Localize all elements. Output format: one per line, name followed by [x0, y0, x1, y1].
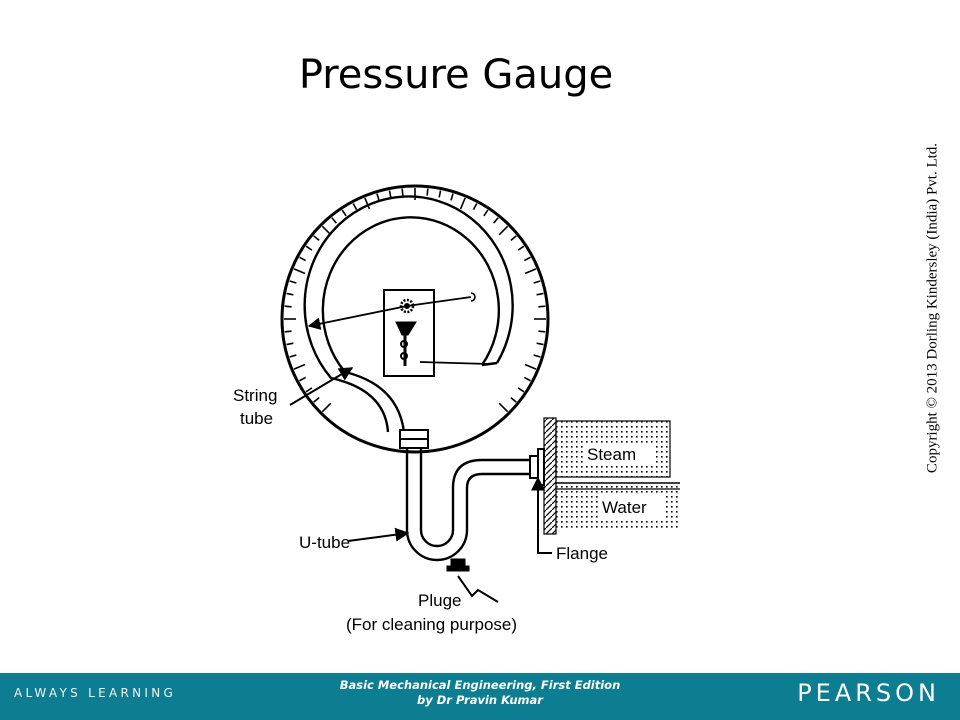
dial-tick [401, 188, 404, 196]
u-tube [405, 448, 530, 562]
dial-tick [498, 225, 509, 236]
leader-lines [289, 367, 552, 554]
dial-tick [450, 193, 454, 201]
dial-tick [289, 354, 297, 358]
dial-tick [376, 193, 380, 201]
dial-tick [286, 292, 294, 296]
bourdon-tube [303, 195, 514, 433]
dial-tick [533, 280, 541, 284]
dial-tick [299, 256, 307, 262]
dial-ticks [284, 188, 546, 413]
dial-tick [289, 280, 297, 284]
dial-tick [533, 354, 541, 358]
flange-label: Flange [556, 544, 608, 563]
dial-tick [510, 235, 517, 241]
dial-tick [517, 245, 525, 251]
pluge-purpose-label: (For cleaning purpose) [346, 615, 517, 634]
string-tube-label: String [233, 386, 277, 405]
dial-tick [538, 305, 546, 308]
dial-tick [305, 387, 313, 393]
water-label: Water [602, 498, 647, 517]
dial-tick [321, 402, 332, 413]
slide-title: Pressure Gauge [298, 52, 614, 98]
footer-tagline: ALWAYS LEARNING [14, 686, 177, 700]
dial-tick [341, 209, 347, 217]
dial-tick [331, 217, 337, 224]
gauge-dial [280, 184, 550, 454]
steam-label: Steam [587, 445, 636, 464]
dial-tick [284, 305, 292, 308]
string-tube-label-2: tube [240, 409, 273, 428]
dial-tick [472, 203, 478, 211]
dial-tick [493, 217, 499, 224]
dial-tick [524, 268, 537, 275]
dial-tick [510, 397, 517, 403]
dial-tick [364, 197, 371, 210]
boiler [543, 417, 680, 535]
drain-plug [446, 558, 499, 603]
dial-tick [313, 397, 320, 403]
dial-tick [524, 363, 537, 370]
dial-tick [483, 209, 489, 217]
dial-tick [536, 292, 544, 296]
dial-tick [538, 330, 546, 333]
dial-tick [286, 342, 294, 346]
dial-tick [523, 376, 531, 382]
union-nut [399, 429, 429, 449]
publisher-logo: PEARSON [797, 679, 940, 707]
footer-bar: ALWAYS LEARNING Basic Mechanical Enginee… [0, 673, 960, 720]
dial-tick [536, 342, 544, 346]
book-title: Basic Mechanical Engineering, First Edit… [339, 678, 621, 692]
dial-tick [284, 330, 292, 333]
dial-tick [517, 387, 525, 393]
dial-tick [305, 245, 313, 251]
dial-tick [299, 376, 307, 382]
book-author: by Dr Pravin Kumar [417, 693, 543, 707]
dial-tick [523, 256, 531, 262]
pluge-label: Pluge [418, 591, 461, 610]
dial-tick [352, 203, 358, 211]
dial-tick [498, 402, 509, 413]
book-citation: Basic Mechanical Engineering, First Edit… [0, 678, 960, 708]
dial-tick [293, 363, 306, 370]
dial-tick [459, 197, 466, 210]
dial-tick [293, 268, 306, 275]
dial-tick [438, 190, 442, 198]
u-tube-label: U-tube [299, 533, 350, 552]
dial-tick [388, 190, 392, 198]
dial-tick [426, 188, 429, 196]
dial-tick [313, 235, 320, 241]
gauge-mechanism [307, 289, 490, 377]
